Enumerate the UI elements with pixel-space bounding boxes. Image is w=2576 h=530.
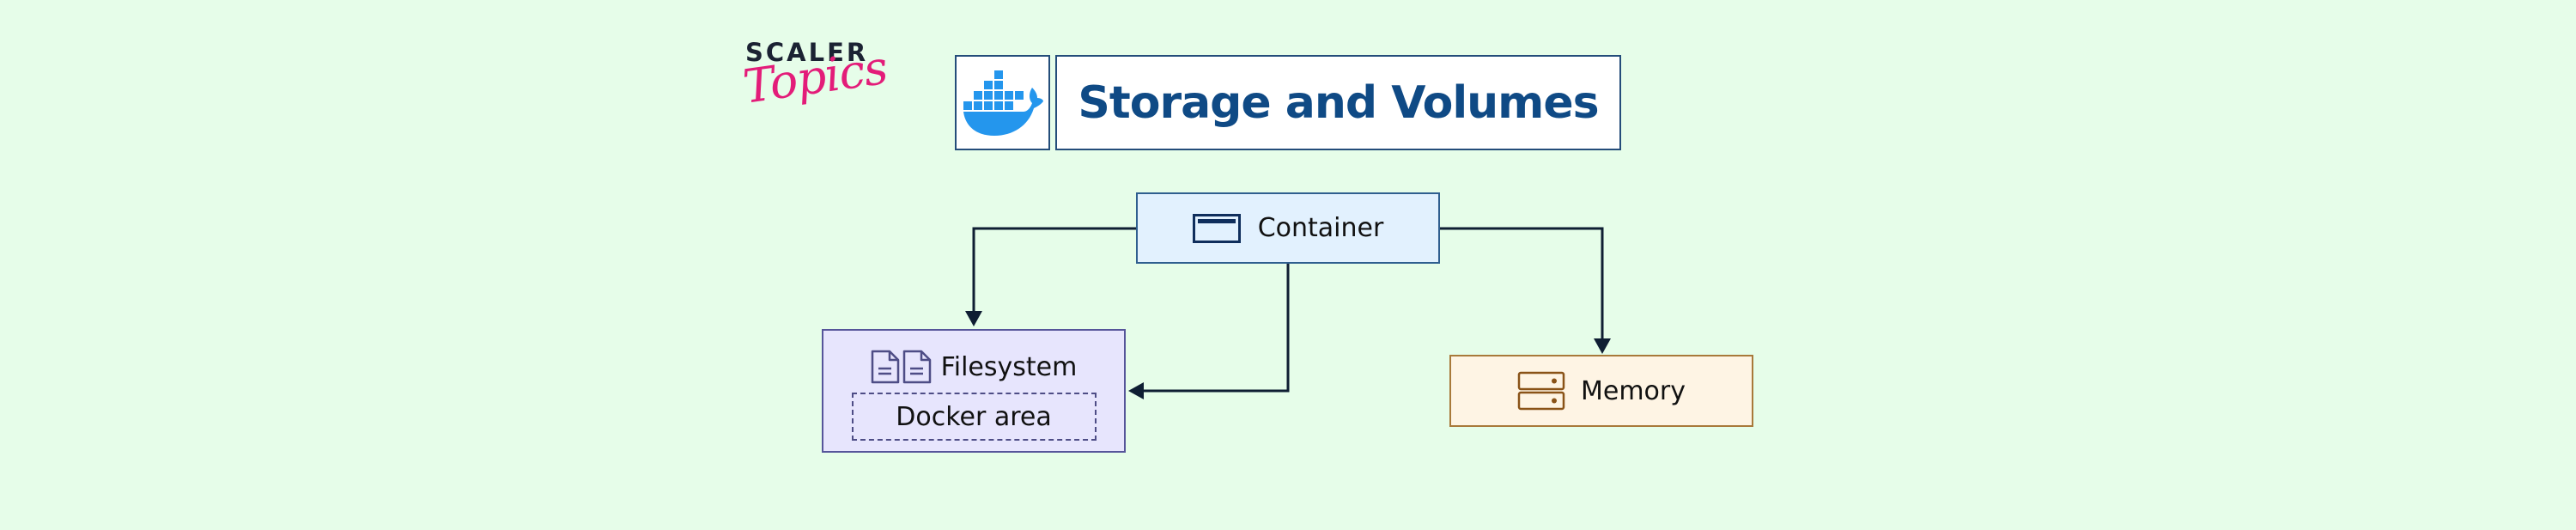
page-title: Storage and Volumes: [1078, 76, 1599, 129]
filesystem-node: Filesystem Docker area: [822, 329, 1126, 453]
server-storage-icon: [1517, 371, 1565, 411]
title-banner: Storage and Volumes: [1055, 55, 1621, 150]
logo-scaler-text: SCALER: [745, 38, 869, 67]
arrowhead-filesystem-right: [1128, 382, 1144, 399]
memory-label: Memory: [1580, 375, 1686, 406]
docker-area-region: Docker area: [851, 393, 1097, 441]
arrowhead-filesystem-top: [965, 311, 982, 326]
edge-container-to-filesystem-left: [972, 227, 1136, 313]
edge-container-to-filesystem-down: [1142, 264, 1290, 393]
filesystem-label: Filesystem: [940, 351, 1078, 382]
documents-icon: [871, 350, 933, 384]
window-icon: [1192, 213, 1241, 243]
arrowhead-memory-top: [1594, 338, 1611, 354]
docker-area-label: Docker area: [896, 401, 1052, 432]
edge-container-to-memory: [1440, 227, 1604, 340]
docker-logo-box: [955, 55, 1050, 150]
container-label: Container: [1257, 213, 1384, 243]
memory-node: Memory: [1449, 355, 1753, 427]
docker-whale-icon: [962, 69, 1044, 137]
container-node: Container: [1136, 192, 1440, 264]
